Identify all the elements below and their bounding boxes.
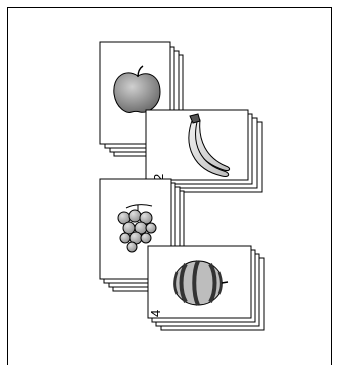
page-number-4: 4 <box>148 310 163 317</box>
page-stack-4: 4 <box>148 246 264 330</box>
